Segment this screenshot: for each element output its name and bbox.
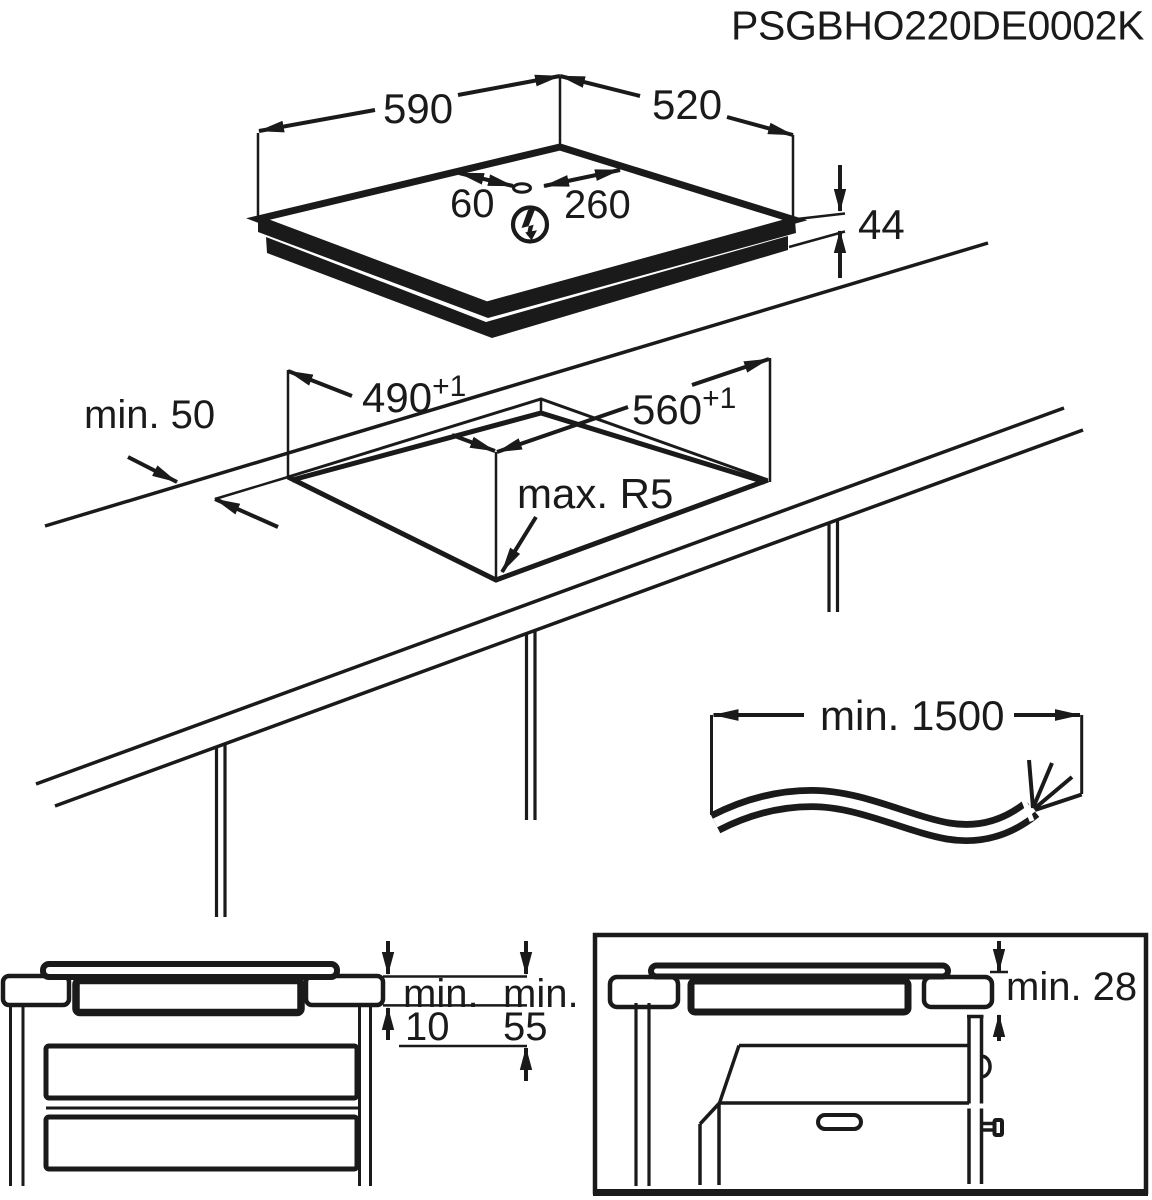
svg-text:590: 590 — [383, 85, 453, 132]
svg-text:min. 28: min. 28 — [1006, 965, 1137, 1009]
svg-text:10: 10 — [405, 1005, 450, 1049]
svg-text:max. R5: max. R5 — [517, 470, 673, 517]
svg-text:min.: min. — [503, 972, 579, 1016]
svg-text:260: 260 — [564, 183, 631, 227]
svg-text:44: 44 — [858, 201, 905, 248]
svg-text:55: 55 — [503, 1005, 548, 1049]
svg-text:60: 60 — [450, 182, 495, 226]
svg-text:min. 1500: min. 1500 — [820, 692, 1004, 739]
svg-text:min. 50: min. 50 — [84, 393, 215, 437]
svg-text:520: 520 — [652, 81, 722, 128]
svg-text:PSGBHO220DE0002K: PSGBHO220DE0002K — [731, 3, 1144, 49]
svg-text:min.: min. — [403, 972, 479, 1016]
